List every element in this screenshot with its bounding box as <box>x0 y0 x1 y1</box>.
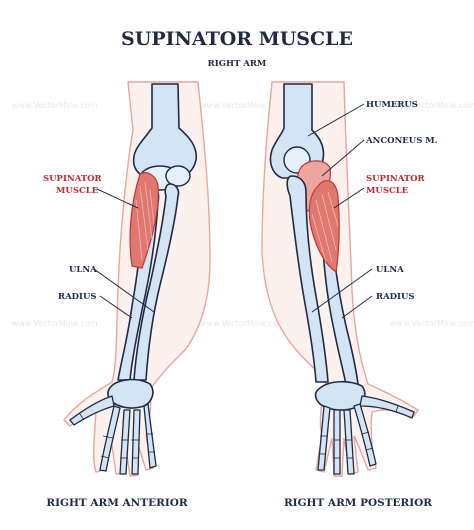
leader-ulna-posterior <box>311 268 373 313</box>
posterior-ulna <box>286 175 329 383</box>
anterior-carpals <box>107 378 154 409</box>
leader-radius-anterior <box>99 295 133 319</box>
leader-radius-posterior <box>341 295 373 319</box>
label-anconeus: ANCONEUS M. <box>365 136 438 146</box>
posterior-muscle-fibers <box>311 191 339 263</box>
leader-supinator-posterior <box>333 187 365 209</box>
page-subtitle: RIGHT ARM <box>208 59 267 69</box>
posterior-finger-ring <box>333 409 341 475</box>
leader-supinator-anterior <box>96 188 139 209</box>
anterior-arm: SUPINATOR MUSCLE ULNA RADIUS RIGHT ARM A… <box>43 81 211 509</box>
label-radius-anterior: RADIUS <box>58 292 97 302</box>
label-supinator-muscle-posterior: MUSCLE <box>366 186 409 196</box>
watermark: www.VectorMine.com <box>200 319 286 328</box>
posterior-knuckle-lines <box>319 405 399 459</box>
posterior-arm: HUMERUS ANCONEUS M. SUPINATOR MUSCLE ULN… <box>261 81 438 509</box>
page-title: SUPINATOR MUSCLE <box>121 28 353 50</box>
label-radius-posterior: RADIUS <box>376 292 415 302</box>
label-supinator-muscle-posterior: SUPINATOR <box>366 174 426 184</box>
caption-posterior: RIGHT ARM POSTERIOR <box>284 497 432 509</box>
posterior-thumb <box>359 395 415 419</box>
leader-humerus <box>307 103 365 137</box>
label-ulna-posterior: ULNA <box>376 265 404 275</box>
label-supinator-muscle-anterior: MUSCLE <box>56 186 99 196</box>
anterior-thumb <box>69 395 115 426</box>
caption-anterior: RIGHT ARM ANTERIOR <box>46 497 187 509</box>
label-ulna-anterior: ULNA <box>69 265 97 275</box>
posterior-finger-index <box>353 403 377 467</box>
label-humerus: HUMERUS <box>366 100 418 110</box>
anterior-finger-index <box>99 405 121 472</box>
anterior-muscle-fibers <box>135 181 155 261</box>
anterior-knuckle-lines <box>79 413 155 459</box>
label-supinator-muscle-anterior: SUPINATOR <box>43 174 103 184</box>
watermark: www.VectorMine.com <box>12 101 98 110</box>
anterior-finger-ring <box>131 409 141 475</box>
anterior-capitulum <box>165 165 191 187</box>
watermark: www.VectorMine.com <box>390 319 474 328</box>
watermark: www.VectorMine.com <box>390 101 474 110</box>
leader-ulna-anterior <box>93 268 155 313</box>
watermark: www.VectorMine.com <box>12 319 98 328</box>
watermark: www.VectorMine.com <box>200 101 286 110</box>
leader-anconeus <box>321 139 365 177</box>
